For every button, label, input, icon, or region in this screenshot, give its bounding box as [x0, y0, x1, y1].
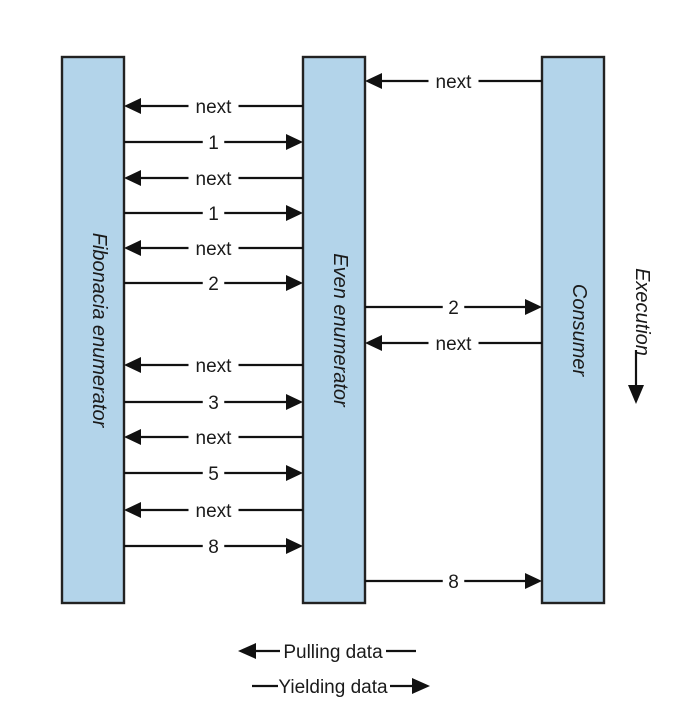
legend-pull-label: Pulling data — [283, 642, 383, 663]
legend: Pulling data Yielding data — [238, 642, 430, 698]
message-arrow: 2 — [365, 298, 542, 319]
message-arrow: 3 — [124, 393, 303, 414]
message-label: 1 — [208, 133, 219, 154]
message-arrow-head — [365, 335, 382, 351]
message-arrow-head — [286, 538, 303, 554]
consumer-box — [540, 55, 606, 605]
message-arrow: next — [124, 97, 303, 118]
even-enumerator-column: Even enumerator — [301, 55, 367, 605]
legend-yield-label: Yielding data — [278, 677, 388, 698]
message-arrow-head — [286, 394, 303, 410]
message-arrow-head — [124, 240, 141, 256]
message-arrow-head — [525, 299, 542, 315]
fibonacci-enumerator-box — [60, 55, 126, 605]
message-label: next — [196, 97, 233, 118]
message-label: next — [196, 239, 233, 260]
message-arrow: next — [124, 169, 303, 190]
message-arrow-head — [124, 357, 141, 373]
message-label: 2 — [448, 298, 459, 319]
message-label: 5 — [208, 464, 219, 485]
message-arrow: next — [124, 239, 303, 260]
message-arrow: next — [124, 501, 303, 522]
message-arrow-head — [124, 429, 141, 445]
message-label: next — [196, 428, 233, 449]
execution-label: Execution — [631, 268, 653, 356]
even-enumerator-label: Even enumerator — [329, 253, 351, 408]
message-label: 2 — [208, 274, 219, 295]
message-arrow: 2 — [124, 274, 303, 295]
message-arrow-head — [124, 502, 141, 518]
message-label: next — [196, 501, 233, 522]
message-arrow-head — [525, 573, 542, 589]
message-arrow-head — [365, 73, 382, 89]
message-arrow: 1 — [124, 133, 303, 154]
consumer-label: Consumer — [568, 284, 590, 378]
message-label: next — [196, 356, 233, 377]
message-arrow: next — [124, 356, 303, 377]
legend-pull: Pulling data — [238, 642, 416, 663]
message-arrow-head — [286, 205, 303, 221]
message-label: 8 — [448, 572, 459, 593]
message-arrow: 8 — [124, 537, 303, 558]
message-arrow: next — [365, 334, 542, 355]
message-arrow: 5 — [124, 464, 303, 485]
even-enumerator-box — [301, 55, 367, 605]
fibonacci-enumerator-label: Fibonacia enumerator — [88, 233, 110, 429]
message-label: 3 — [208, 393, 219, 414]
fibonacci-enumerator-column: Fibonacia enumerator — [60, 55, 126, 605]
message-arrow-head — [286, 465, 303, 481]
message-label: next — [436, 334, 473, 355]
message-label: 1 — [208, 204, 219, 225]
message-arrow-head — [124, 98, 141, 114]
message-arrow-head — [286, 134, 303, 150]
message-arrow-head — [286, 275, 303, 291]
legend-pull-arrow-head — [238, 643, 256, 659]
legend-yield: Yielding data — [252, 677, 430, 698]
message-arrow: next — [365, 72, 542, 93]
message-label: 8 — [208, 537, 219, 558]
message-arrows: next next 1 next 1 next 2 2 next next 3 next 5 next 8 8 — [124, 72, 542, 593]
message-arrow: next — [124, 428, 303, 449]
message-label: next — [436, 72, 473, 93]
legend-yield-arrow-head — [412, 678, 430, 694]
execution-indicator: Execution — [628, 268, 653, 404]
message-arrow: 8 — [365, 572, 542, 593]
message-label: next — [196, 169, 233, 190]
message-arrow: 1 — [124, 204, 303, 225]
execution-arrow-head — [628, 385, 644, 404]
consumer-column: Consumer — [540, 55, 606, 605]
message-arrow-head — [124, 170, 141, 186]
